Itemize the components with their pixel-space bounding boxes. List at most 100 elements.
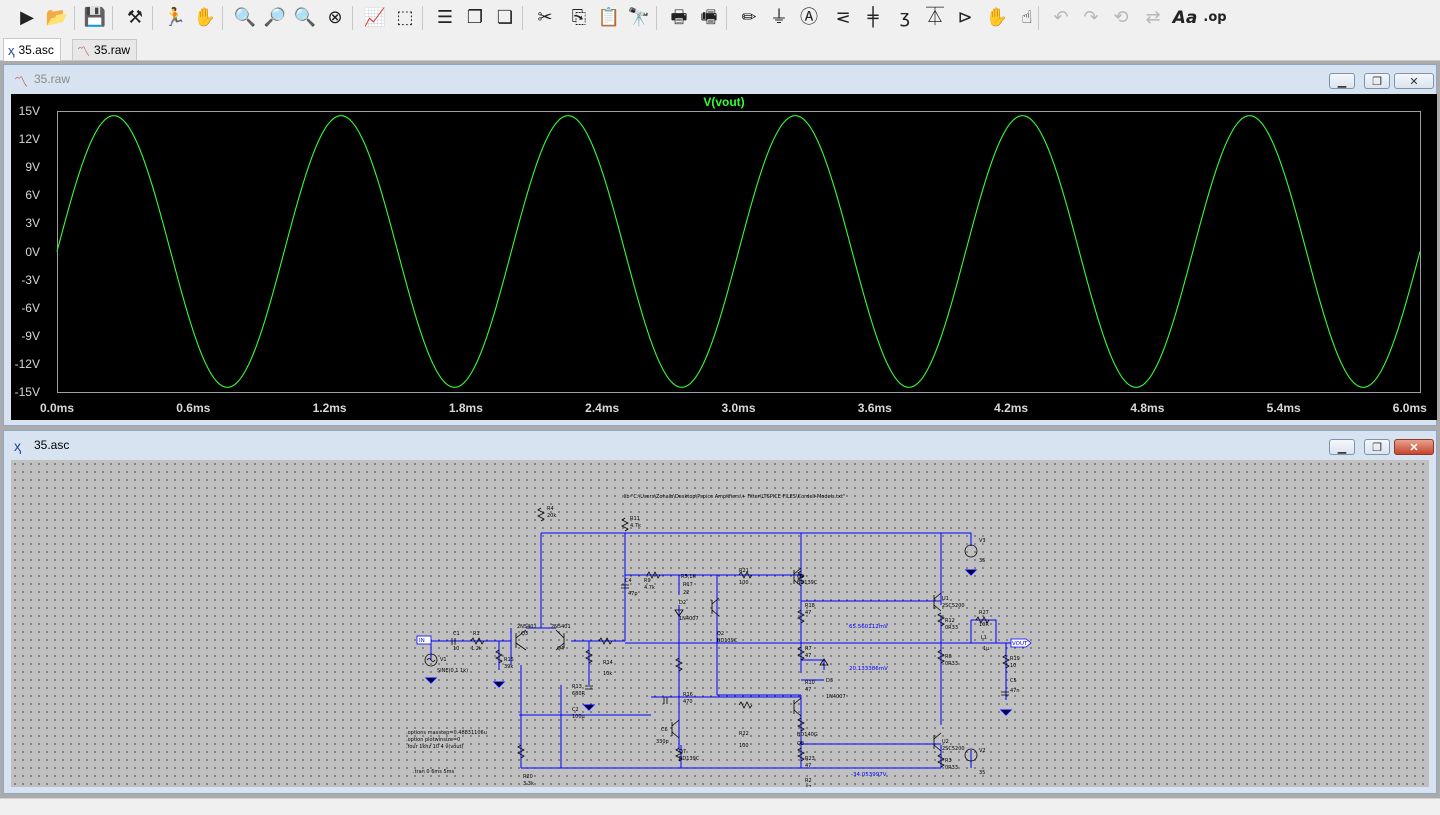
q9-name: Q9 bbox=[797, 574, 804, 580]
x-tick-label: 0.6ms bbox=[176, 401, 211, 415]
directive-plotwinsize[interactable]: .option plotwinsize=0 bbox=[406, 737, 460, 743]
r15-value: 39k bbox=[504, 664, 513, 670]
mirror-button[interactable]: ⇄ bbox=[1140, 4, 1166, 32]
tile-horizontal-button[interactable]: ☰ bbox=[432, 4, 458, 32]
plot-settings-button[interactable]: ⬚ bbox=[392, 4, 418, 32]
c1-value: 10 bbox=[453, 646, 459, 652]
schematic-icon: ҳ bbox=[8, 42, 15, 58]
undo-icon: ↶ bbox=[1053, 7, 1069, 28]
rotate-button[interactable]: ⟲ bbox=[1108, 4, 1134, 32]
probe-label-2[interactable]: 20.133386mV bbox=[849, 666, 888, 672]
save-button[interactable]: 💾 bbox=[82, 4, 108, 32]
open-button[interactable]: 📂 bbox=[44, 4, 70, 32]
close-icon: ✕ bbox=[1409, 75, 1419, 88]
component-icon: ⊳ bbox=[957, 7, 973, 28]
capacitor-button[interactable]: ╪ bbox=[860, 4, 886, 32]
drag-hand-icon: ☝ bbox=[1021, 7, 1033, 28]
q3-model: 2N5401 bbox=[517, 624, 537, 630]
r1-value: 1.2k bbox=[471, 646, 482, 652]
schematic-canvas[interactable]: IN VOUT .lib "C:\Users\Zohaib\Desktop\Ps… bbox=[11, 460, 1429, 787]
autorange-button[interactable]: 📈 bbox=[362, 4, 388, 32]
zoom-in-button[interactable]: 🔍 bbox=[232, 4, 258, 32]
diode-button[interactable]: ⏄ bbox=[922, 4, 948, 32]
waveform-icon: 〽 bbox=[14, 74, 28, 90]
toolbar-separator bbox=[74, 6, 75, 30]
r10-value: 47 bbox=[805, 687, 811, 693]
probe-label-1[interactable]: 65.560112mV bbox=[849, 624, 888, 630]
directive-maxstep[interactable]: .options maxstep=0.48831106u bbox=[406, 730, 487, 736]
resistor-button[interactable]: ⋜ bbox=[830, 4, 856, 32]
r9-name: R9 bbox=[644, 578, 651, 584]
minimize-icon: ▁ bbox=[1337, 441, 1347, 454]
print-preview-button[interactable]: 🖷 bbox=[696, 4, 722, 32]
running-man-icon: 🏃 bbox=[163, 7, 187, 28]
wire-button[interactable]: ✏ bbox=[736, 4, 762, 32]
probe-label-3[interactable]: -34.053997V bbox=[851, 772, 887, 778]
in-label: IN bbox=[419, 638, 425, 644]
move-hand-icon: ✋ bbox=[985, 7, 1009, 28]
undo-button[interactable]: ↶ bbox=[1048, 4, 1074, 32]
move-button[interactable]: ✋ bbox=[984, 4, 1010, 32]
label-button[interactable]: Ⓐ bbox=[796, 4, 822, 32]
minimize-button[interactable]: ▁ bbox=[1329, 439, 1355, 455]
tile-vertical-button[interactable]: ❏ bbox=[492, 4, 518, 32]
tab-35-raw[interactable]: 〽 35.raw bbox=[72, 39, 138, 60]
close-button[interactable]: ✕ bbox=[1394, 439, 1434, 455]
c6-value: 330p bbox=[656, 739, 669, 745]
q7-name: Q7 bbox=[679, 749, 686, 755]
pan-button[interactable]: ✋ bbox=[192, 4, 218, 32]
r23-value: 47 bbox=[805, 763, 811, 769]
component-button[interactable]: ⊳ bbox=[952, 4, 978, 32]
schematic-svg: IN VOUT .lib "C:\Users\Zohaib\Desktop\Ps… bbox=[406, 494, 1032, 787]
r20-name: R20 bbox=[523, 774, 533, 780]
cut-button[interactable]: ✂ bbox=[532, 4, 558, 32]
c2-name: C2 bbox=[572, 707, 579, 713]
toolbar-separator bbox=[1038, 6, 1039, 30]
control-panel-button[interactable]: ⚒ bbox=[122, 4, 148, 32]
text-button[interactable]: Aa bbox=[1172, 4, 1198, 32]
directive-tran[interactable]: .tran 0 6ms 5ms bbox=[413, 769, 454, 775]
cascade-button[interactable]: ❐ bbox=[462, 4, 488, 32]
document-tabs: ҳ 35.asc 〽 35.raw bbox=[0, 37, 1440, 61]
close-button[interactable]: ✕ bbox=[1394, 73, 1434, 89]
spice-directive-button[interactable]: .op bbox=[1202, 4, 1228, 32]
find-button[interactable]: 🔭 bbox=[626, 4, 652, 32]
voltage-sources bbox=[424, 544, 978, 762]
r8-value: 22 bbox=[683, 590, 689, 596]
waveform-window-titlebar[interactable]: 〽 35.raw ▁ ❐ ✕ bbox=[4, 65, 1436, 95]
tab-35-asc[interactable]: ҳ 35.asc bbox=[3, 38, 61, 61]
ground-button[interactable]: ⏚ bbox=[766, 4, 792, 32]
r13-name: R13 bbox=[572, 684, 582, 690]
halt-button[interactable]: 🏃 bbox=[162, 4, 188, 32]
paste-button[interactable]: 📋 bbox=[596, 4, 622, 32]
restore-icon: ❐ bbox=[1372, 75, 1382, 88]
d3-name: D3 bbox=[826, 678, 833, 684]
close-icon: ✕ bbox=[1409, 441, 1419, 454]
r14-name: R14 bbox=[603, 660, 613, 666]
zoom-back-button[interactable]: 🔎 bbox=[262, 4, 288, 32]
restore-button[interactable]: ❐ bbox=[1364, 439, 1390, 455]
q2-model: BD139C bbox=[717, 638, 738, 644]
inductor-button[interactable]: ʒ bbox=[892, 4, 918, 32]
drag-button[interactable]: ☝ bbox=[1014, 4, 1040, 32]
zoom-out-button[interactable]: 🔍 bbox=[292, 4, 318, 32]
zoom-fit-button[interactable]: ⊗ bbox=[322, 4, 348, 32]
redo-button[interactable]: ↷ bbox=[1078, 4, 1104, 32]
d2-name: D2 bbox=[679, 600, 686, 606]
run-button[interactable]: ▶ bbox=[14, 4, 40, 32]
directive-four[interactable]: .four 1khz 10 4 v(vout) bbox=[406, 744, 463, 750]
minimize-button[interactable]: ▁ bbox=[1329, 73, 1355, 89]
copy-button[interactable]: ⎘ bbox=[566, 4, 592, 32]
r7-name: R7 bbox=[805, 646, 812, 652]
y-tick-label: 0V bbox=[25, 244, 40, 259]
x-tick-label: 1.8ms bbox=[448, 401, 483, 415]
waveform-svg bbox=[56, 115, 1421, 388]
schematic-window-titlebar[interactable]: ҳ 35.asc ▁ ❐ ✕ bbox=[4, 431, 1436, 461]
lib-directive[interactable]: .lib "C:\Users\Zohaib\Desktop\Pspice Amp… bbox=[622, 494, 845, 500]
print-button[interactable]: 🖶 bbox=[666, 4, 692, 32]
q4-name: Q4 bbox=[557, 646, 564, 652]
restore-button[interactable]: ❐ bbox=[1364, 73, 1390, 89]
trace-title[interactable]: V(vout) bbox=[703, 95, 745, 109]
